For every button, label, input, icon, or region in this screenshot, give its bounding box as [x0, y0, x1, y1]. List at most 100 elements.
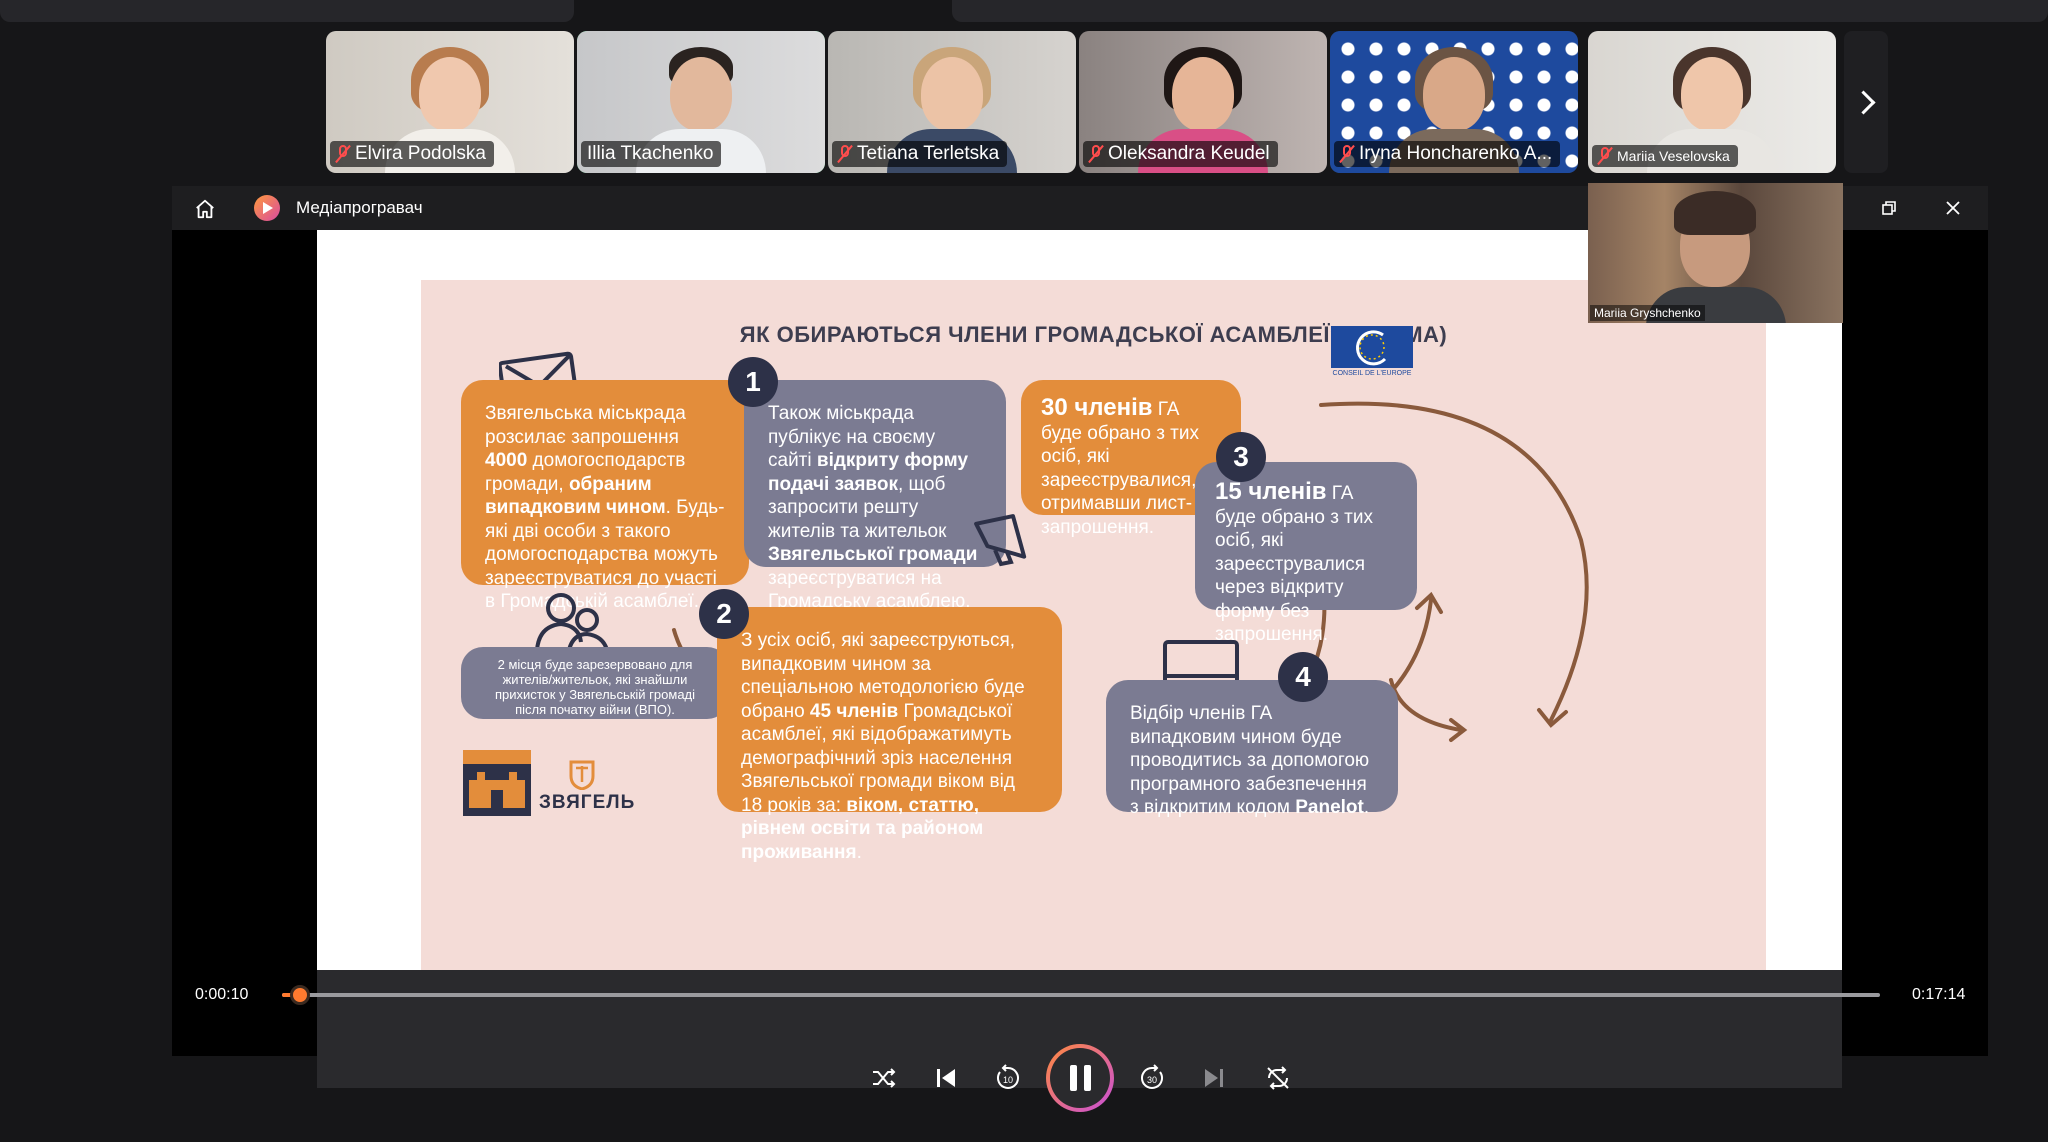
participant-name-tag: Tetiana Terletska [832, 141, 1008, 167]
bold-fragment: 4000 [485, 450, 528, 471]
svg-text:10: 10 [1003, 1075, 1013, 1085]
rewind-10-button[interactable]: 10 [994, 1064, 1022, 1092]
participant-name: Oleksandra Keudel [1108, 143, 1270, 164]
pause-icon [1069, 1065, 1091, 1091]
text-fragment: 2 місця буде зарезервовано для жителів/ж… [494, 657, 696, 717]
participant-tile[interactable]: Mariia Veselovska [1588, 31, 1836, 173]
step-number-3: 3 [1216, 432, 1266, 482]
skip-next-icon [1205, 1069, 1223, 1087]
participant-tile[interactable]: Tetiana Terletska [828, 31, 1076, 173]
step-number-1: 1 [728, 357, 778, 407]
text-fragment: . Будь-які дві особи з такого домогоспод… [485, 497, 725, 612]
text-fragment: домогосподарств громади, [485, 450, 686, 495]
participant-name: Illia Tkachenko [587, 143, 714, 164]
text-fragment: зареєструватися на Громадську асамблею. [768, 567, 971, 613]
coe-flag [1331, 326, 1413, 368]
restore-icon [1882, 201, 1896, 215]
self-view-hair [1674, 191, 1756, 235]
coe-emblem-icon [1356, 330, 1387, 366]
shuffle-button[interactable] [870, 1064, 898, 1092]
text-fragment: , щоб запросити решту жителів та жительо… [768, 473, 947, 542]
text-fragment: Звягельська міськрада розсилає запрошенн… [485, 403, 686, 448]
pause-button-inner [1050, 1048, 1110, 1108]
close-icon [1946, 201, 1960, 215]
text-fragment: . [1363, 797, 1370, 818]
shuffle-icon [873, 1068, 896, 1088]
participant-name-tag: Illia Tkachenko [581, 141, 722, 167]
presentation-slide: ЯК ОБИРАЮТЬСЯ ЧЛЕНИ ГРОМАДСЬКОЇ АСАМБЛЕЇ… [317, 230, 1842, 970]
text-fragment: З усіх осіб, які зареєструються, випадко… [741, 630, 1025, 722]
seek-bar[interactable] [282, 985, 1880, 1005]
participant-name-tag: Mariia Veselovska [1592, 145, 1738, 167]
bold-fragment: Panelot [1295, 797, 1364, 818]
text-fragment: ГА буде обрано з тих осіб, які зареєстру… [1041, 399, 1199, 538]
rewind-10-icon: 10 [997, 1064, 1019, 1089]
home-icon[interactable] [194, 198, 216, 220]
text-fragment: Також міськрада публікує на своєму сайті [768, 403, 936, 471]
step-number-4: 4 [1278, 652, 1328, 702]
mic-muted-icon [1340, 145, 1354, 163]
participant-name-tag: Elvira Podolska [330, 141, 494, 167]
self-view-name: Mariia Gryshchenko [1590, 305, 1705, 321]
previous-button[interactable] [932, 1064, 960, 1092]
megaphone-icon [974, 514, 1027, 567]
app-title: Медіапрогравач [296, 198, 423, 217]
participant-tile-active[interactable]: Illia Tkachenko [577, 31, 825, 173]
close-button[interactable] [1938, 194, 1968, 222]
forward-30-icon: 30 [1141, 1064, 1163, 1089]
participant-name: Mariia Veselovska [1617, 148, 1730, 164]
mic-muted-icon [1089, 145, 1103, 163]
city-emblem-logo [463, 750, 531, 816]
restore-button[interactable] [1874, 194, 1904, 222]
text-fragment: . [856, 841, 862, 863]
next-button[interactable] [1200, 1064, 1228, 1092]
bold-fragment: 15 членів [1215, 478, 1327, 505]
repeat-off-button[interactable] [1264, 1064, 1292, 1092]
step-number-2: 2 [699, 589, 749, 639]
people-icon [535, 593, 609, 651]
top-bar-right [952, 0, 2048, 22]
bold-fragment: 45 членів [809, 700, 899, 722]
coe-caption: CONSEIL DE L'EUROPE [1332, 370, 1412, 377]
next-participants-button[interactable] [1844, 31, 1888, 173]
invitation-box: Звягельська міськрада розсилає запрошенн… [461, 380, 749, 612]
svg-text:30: 30 [1147, 1075, 1157, 1085]
forty-five-members-box: З усіх осіб, які зареєструються, випадко… [717, 607, 1062, 863]
media-player-app-icon [254, 195, 280, 221]
city-logo-text: ЗВЯГЕЛЬ [539, 792, 636, 813]
crest-icon [569, 760, 595, 790]
participant-name: Tetiana Terletska [857, 143, 1000, 164]
participant-name: Elvira Podolska [355, 143, 486, 164]
text-fragment: Відбір членів ГА випадковим чином буде п… [1130, 703, 1370, 818]
reserved-seats-box: 2 місця буде зарезервовано для жителів/ж… [461, 647, 729, 719]
top-bar-left [0, 0, 574, 22]
mic-muted-icon [1598, 147, 1612, 165]
forward-30-button[interactable]: 30 [1138, 1064, 1166, 1092]
participant-tile[interactable]: Oleksandra Keudel [1079, 31, 1327, 173]
thirty-members-box: 30 членів ГА буде обрано з тих осіб, які… [1021, 380, 1241, 538]
self-view-video[interactable]: Mariia Gryshchenko [1588, 183, 1843, 323]
repeat-off-icon [1267, 1066, 1289, 1090]
bold-fragment: 30 членів [1041, 394, 1153, 421]
text-fragment: Громадської асамблеї, які відображатимут… [741, 700, 1015, 816]
bold-fragment: віком, статтю, рівнем освіти та районом … [741, 794, 984, 863]
total-time: 0:17:14 [1912, 986, 1966, 1003]
mic-muted-icon [838, 145, 852, 163]
mic-muted-icon [336, 145, 350, 163]
open-form-box: Також міськрада публікує на своєму сайті… [744, 380, 1006, 612]
coe-logo: CONSEIL DE L'EUROPE [1331, 326, 1413, 377]
seek-bar-thumb[interactable] [289, 985, 310, 1005]
participant-name-tag: Iryna Honcharenko A... [1334, 141, 1561, 167]
participant-tile[interactable]: Elvira Podolska [326, 31, 574, 173]
participant-tile[interactable]: Iryna Honcharenko A... [1330, 31, 1578, 173]
chevron-right-icon [1850, 89, 1876, 115]
bold-fragment: обраним випадковим чином [485, 473, 666, 519]
bold-fragment: відкриту форму подачі заявок [768, 450, 969, 495]
panelot-box: Відбір членів ГА випадковим чином буде п… [1106, 680, 1398, 818]
slide-content-area: ЯК ОБИРАЮТЬСЯ ЧЛЕНИ ГРОМАДСЬКОЇ АСАМБЛЕЇ… [421, 280, 1766, 970]
fifteen-members-box: 15 членів ГА буде обрано з тих осіб, які… [1195, 462, 1417, 645]
pause-button[interactable] [1046, 1044, 1114, 1112]
slide-title: ЯК ОБИРАЮТЬСЯ ЧЛЕНИ ГРОМАДСЬКОЇ АСАМБЛЕЇ… [739, 322, 1448, 347]
participant-name-tag: Oleksandra Keudel [1083, 141, 1278, 167]
text-fragment: ГА буде обрано з тих осіб, які зареєстру… [1215, 483, 1373, 645]
